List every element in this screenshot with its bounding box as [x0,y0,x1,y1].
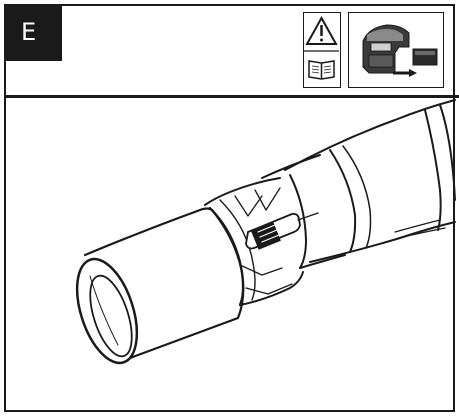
page-frame [4,4,455,412]
warning-triangle-icon [304,15,339,80]
header-divider [4,95,459,98]
battery-removal-icon [362,24,438,77]
battery-removal-panel [348,12,444,88]
open-book-manual-icon [308,60,335,80]
warning-read-manual-panel [303,12,341,88]
step-label: E [6,6,62,61]
step-letter: E [21,18,37,46]
